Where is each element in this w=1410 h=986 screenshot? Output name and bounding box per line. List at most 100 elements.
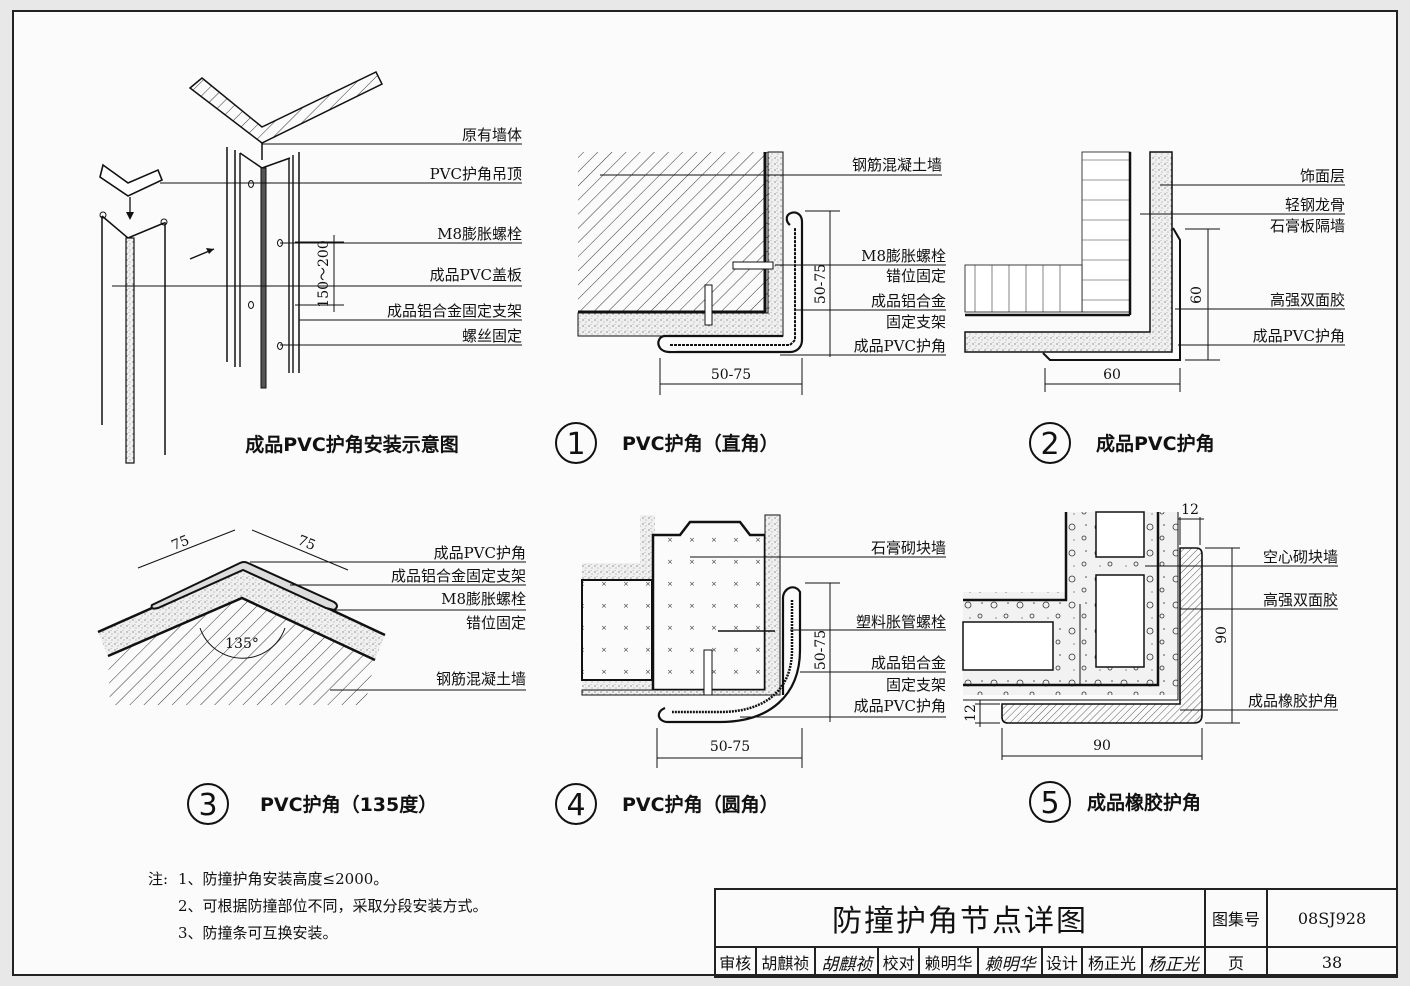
install-diagram: 150～200 原有墙体 PVC护角吊顶 M8膨胀螺栓 成品PVC盖板 成品铝合… (99, 71, 522, 464)
label-aluminium-bracket: 成品铝合金固定支架 (387, 302, 522, 320)
detail5-number-circle (1029, 781, 1071, 823)
detail5-label-tape: 高强双面胶 (1263, 591, 1338, 609)
insulation-vertical (1081, 151, 1131, 313)
detail4-label-aluminium: 成品铝合金 (871, 654, 946, 672)
detail1-label-concrete-wall: 钢筋混凝土墙 (852, 156, 942, 174)
pvc-corner-guard (657, 586, 802, 724)
detail1-label-pvc-guard: 成品PVC护角 (854, 337, 946, 355)
designer-name: 杨正光 (1081, 946, 1143, 978)
label-m8-bolt: M8膨胀螺栓 (437, 225, 522, 243)
design-label: 设计 (1040, 946, 1084, 978)
reviewer-name: 胡麒祯 (754, 946, 817, 978)
reviewer-signature: 胡麒祯 (814, 946, 880, 978)
page-label: 页 (1204, 946, 1268, 978)
detail1-label-bracket: 固定支架 (886, 313, 946, 331)
check-label: 校对 (877, 946, 920, 978)
label-original-wall: 原有墙体 (462, 126, 522, 144)
screw-hole (248, 301, 254, 309)
sheet-title: 防撞护角节点详图 (714, 888, 1206, 948)
detail4-dim-horizontal: 50-75 (710, 739, 750, 755)
pvc-cap-piece (99, 163, 164, 197)
detail3-number-circle (187, 783, 229, 825)
detail-5: 12 90 12 90 空心砌块墙 高强双面胶 成品橡胶护角 5 成品橡胶护角 (962, 502, 1338, 823)
detail1-label-staggered: 错位固定 (886, 267, 946, 285)
detail2-label-gypsum-wall: 石膏板隔墙 (1270, 217, 1345, 235)
concrete-wall (108, 598, 375, 705)
title-block: 防撞护角节点详图 图集号 08SJ928 审核 胡麒祯 胡麒祯 校对 赖明华 赖… (714, 888, 1398, 978)
detail5-dim-top: 12 (1181, 502, 1199, 518)
note-item: 2、可根据防撞部位不同，采取分段安装方式。 (178, 897, 488, 915)
note-item: 1、防撞护角安装高度≤2000。 (178, 870, 389, 888)
insulation-horizontal (964, 264, 1083, 313)
concrete-wall (578, 152, 768, 312)
detail5-number: 5 (1040, 786, 1059, 821)
detail5-dim-horizontal: 90 (1093, 738, 1111, 754)
atlas-label: 图集号 (1204, 888, 1268, 948)
detail2-number-circle (1029, 422, 1071, 464)
detail3-label-staggered: 错位固定 (466, 614, 526, 632)
detail3-dim-right: 75 (295, 533, 318, 555)
screw-hole (277, 342, 283, 350)
detail1-number-circle (555, 422, 597, 464)
notes-prefix: 注: (148, 870, 169, 888)
detail5-label-hollow-block: 空心砌块墙 (1263, 548, 1338, 566)
checker-name: 赖明华 (917, 946, 980, 978)
designer-signature: 杨正光 (1140, 946, 1207, 978)
detail3-label-pvc-guard: 成品PVC护角 (434, 544, 526, 562)
detail4-caption: PVC护角（圆角） (622, 793, 779, 816)
pvc-corner-guard (1042, 227, 1181, 361)
detail3-caption: PVC护角（135度） (260, 793, 437, 816)
screw-hole (248, 180, 254, 188)
detail2-dim-horizontal: 60 (1103, 367, 1121, 383)
detail2-number: 2 (1040, 427, 1059, 462)
label-pvc-ceiling-cap: PVC护角吊顶 (430, 165, 522, 183)
detail4-number: 4 (566, 788, 585, 823)
install-diagram-caption: 成品PVC护角安装示意图 (245, 433, 459, 456)
pvc-corner-guard (150, 561, 338, 612)
review-label: 审核 (714, 946, 757, 978)
detail-4: 50-75 50-75 石膏砌块墙 塑料胀管螺栓 成品铝合金 固定支架 成品PV… (555, 514, 946, 825)
detail3-dim-left: 75 (169, 533, 192, 555)
detail1-number: 1 (566, 427, 585, 462)
notes: 注: 1、防撞护角安装高度≤2000。 2、可根据防撞部位不同，采取分段安装方式。… (148, 866, 488, 947)
detail5-dim-left: 12 (963, 704, 979, 722)
detail3-label-concrete: 钢筋混凝土墙 (436, 670, 526, 688)
label-pvc-cover-plate: 成品PVC盖板 (430, 266, 522, 284)
detail2-caption: 成品PVC护角 (1096, 432, 1215, 455)
detail4-label-plastic-anchor: 塑料胀管螺栓 (856, 613, 946, 631)
gypsum-block-left (581, 579, 653, 681)
detail2-label-steel-keel: 轻钢龙骨 (1285, 196, 1345, 214)
label-screw-fix: 螺丝固定 (462, 327, 522, 345)
detail-2: 60 60 饰面层 轻钢龙骨 石膏板隔墙 高强双面胶 成品PVC护角 2 成品P… (964, 151, 1345, 464)
detail4-label-bracket: 固定支架 (886, 676, 946, 694)
atlas-number: 08SJ928 (1266, 888, 1398, 948)
plaster-layer (577, 151, 784, 337)
original-wall-shape (188, 71, 384, 144)
aluminium-bracket (260, 167, 267, 389)
detail3-label-bracket: 成品铝合金固定支架 (391, 567, 526, 585)
detail4-label-gypsum-block: 石膏砌块墙 (871, 539, 946, 557)
detail1-label-aluminium: 成品铝合金 (871, 292, 946, 310)
checker-signature: 赖明华 (977, 946, 1043, 978)
detail3-number: 3 (198, 788, 217, 823)
note-item: 3、防撞条可互换安装。 (178, 924, 338, 942)
page-number: 38 (1266, 946, 1398, 978)
detail5-dim-vertical: 90 (1214, 626, 1230, 644)
detail2-dim-vertical: 60 (1189, 286, 1205, 304)
detail-1: 50-75 50-75 钢筋混凝土墙 M8膨胀螺栓 错位固定 成品铝合金 固定支… (555, 151, 946, 464)
detail3-angle: 135° (225, 636, 259, 652)
pvc-cover-strip (125, 237, 135, 464)
detail5-caption: 成品橡胶护角 (1087, 791, 1201, 814)
detail2-label-tape: 高强双面胶 (1270, 291, 1345, 309)
detail4-dim-vertical: 50-75 (813, 630, 829, 670)
gypsum-board (964, 151, 1173, 353)
detail2-label-finish: 饰面层 (1300, 167, 1345, 185)
detail1-dim-horizontal: 50-75 (711, 367, 751, 383)
detail1-label-m8-bolt: M8膨胀螺栓 (861, 247, 946, 265)
detail-3: 135° 75 75 成品PVC护角 成品铝合金固定支架 M8膨胀螺栓 错位固定… (97, 529, 526, 825)
pvc-corner-guard (657, 211, 804, 354)
detail5-label-rubber-guard: 成品橡胶护角 (1248, 692, 1338, 710)
detail1-dim-vertical: 50-75 (813, 264, 829, 304)
detail4-label-pvc-guard: 成品PVC护角 (854, 697, 946, 715)
